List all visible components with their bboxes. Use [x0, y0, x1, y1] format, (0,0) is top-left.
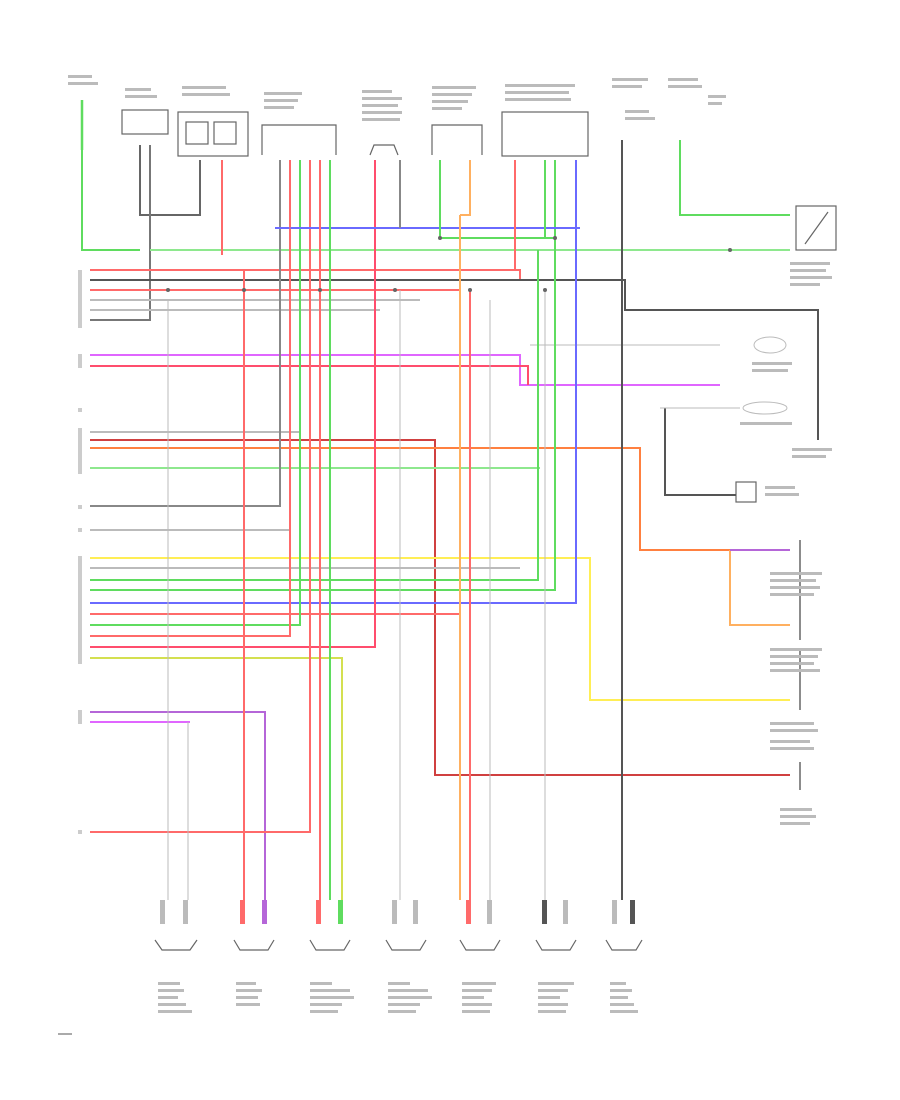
- sensor-1: [154, 900, 198, 1013]
- component-right-3: [742, 401, 788, 415]
- component-top-3: [177, 86, 249, 157]
- component-top-1: [68, 75, 98, 150]
- component-top-7: [501, 84, 589, 157]
- component-top-4: [261, 92, 337, 155]
- top-components: [68, 75, 726, 157]
- sensor-3: [309, 900, 354, 1013]
- component-top-9: [668, 78, 726, 105]
- component-right-4: [735, 481, 757, 503]
- component-top-8: [612, 78, 655, 120]
- sensor-6: [535, 900, 577, 1013]
- component-right-2: [753, 336, 787, 354]
- junction-dots: [166, 236, 732, 292]
- right-components: [735, 205, 837, 825]
- bottom-sensors: [154, 900, 643, 1013]
- wires: [81, 140, 819, 900]
- component-top-5: [362, 90, 402, 156]
- sensor-7: [605, 900, 643, 1013]
- sensor-4: [385, 900, 432, 1013]
- component-top-2: [121, 88, 169, 135]
- component-right-1: [795, 205, 837, 251]
- component-top-6: [431, 86, 483, 155]
- sensor-5: [459, 900, 501, 1013]
- sensor-2: [233, 900, 275, 1006]
- left-pin-labels: [78, 270, 82, 834]
